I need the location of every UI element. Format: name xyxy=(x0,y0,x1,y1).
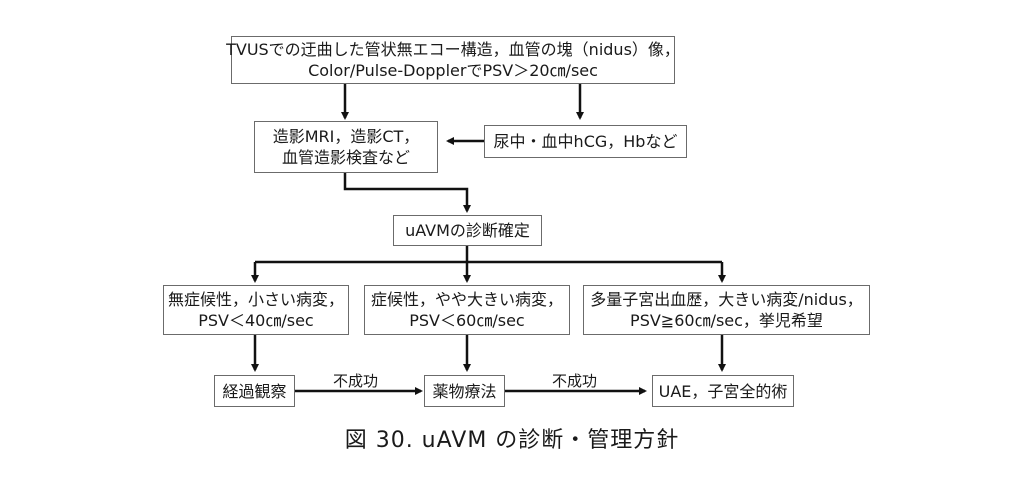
node-observation: 経過観察 xyxy=(214,375,295,407)
node-text: UAE，子宮全的術 xyxy=(658,381,788,401)
node-text: 無症候性，小さい病変， xyxy=(167,290,344,309)
node-text: 造影MRI，造影CT， xyxy=(272,127,420,146)
node-text: 薬物療法 xyxy=(432,381,497,401)
node-text: 症候性，やや大きい病変， xyxy=(370,290,563,309)
node-text: PSV＜60㎝/sec xyxy=(409,311,525,330)
node-severe: 多量子宮出血歴，大きい病変/nidus， PSV≧60㎝/sec，挙児希望 xyxy=(583,285,870,335)
node-contrast-imaging: 造影MRI，造影CT， 血管造影検査など xyxy=(254,121,438,173)
node-symptomatic: 症候性，やや大きい病変， PSV＜60㎝/sec xyxy=(364,285,570,335)
edge-label-failure-1: 不成功 xyxy=(333,372,379,390)
node-surgery: UAE，子宮全的術 xyxy=(652,375,794,407)
node-text: 血管造影検査など xyxy=(281,148,410,167)
node-lab-tests: 尿中・血中hCG，Hbなど xyxy=(484,125,687,158)
figure-caption: 図 30. uAVM の診断・管理方針 xyxy=(344,428,680,453)
node-text: uAVMの診断確定 xyxy=(405,221,530,240)
node-text: PSV＜40㎝/sec xyxy=(198,311,314,330)
node-text: TVUSでの迂曲した管状無エコー構造，血管の塊（nidus）像， xyxy=(226,40,680,59)
node-text: 経過観察 xyxy=(222,381,287,401)
node-text: 尿中・血中hCG，Hbなど xyxy=(493,132,678,151)
edge-label-failure-2: 不成功 xyxy=(552,372,598,390)
node-text: PSV≧60㎝/sec，挙児希望 xyxy=(630,311,823,330)
node-asymptomatic: 無症候性，小さい病変， PSV＜40㎝/sec xyxy=(163,285,349,335)
node-text: 多量子宮出血歴，大きい病変/nidus， xyxy=(590,290,863,309)
edge-ctmri-to-diagnosis xyxy=(343,172,471,213)
node-diagnosis: uAVMの診断確定 xyxy=(393,215,542,246)
node-text: Color/Pulse-DopplerでPSV＞20㎝/sec xyxy=(308,61,598,80)
node-medication: 薬物療法 xyxy=(424,375,505,407)
node-imaging-findings: TVUSでの迂曲した管状無エコー構造，血管の塊（nidus）像， Color/P… xyxy=(226,36,680,84)
